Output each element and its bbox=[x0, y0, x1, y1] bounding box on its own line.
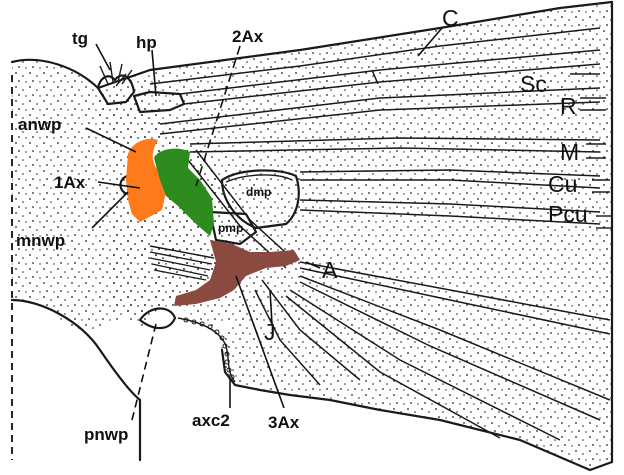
label-tg: tg bbox=[72, 29, 88, 48]
label-mnwp: mnwp bbox=[16, 231, 65, 250]
label-2ax: 2Ax bbox=[232, 27, 264, 46]
label-m: M bbox=[560, 139, 579, 165]
label-dmp: dmp bbox=[246, 185, 271, 199]
label-cu: Cu bbox=[548, 171, 577, 197]
label-a: A bbox=[322, 257, 338, 283]
label-axc2: axc2 bbox=[192, 411, 230, 430]
label-1ax: 1Ax bbox=[54, 173, 86, 192]
label-sc: Sc bbox=[520, 71, 547, 97]
leader-pnwp bbox=[132, 324, 156, 420]
label-pnwp: pnwp bbox=[84, 425, 128, 444]
label-pmp: pmp bbox=[218, 221, 243, 235]
label-j: J bbox=[264, 319, 276, 345]
label-r: R bbox=[560, 93, 577, 119]
label-hp: hp bbox=[136, 33, 157, 52]
leader-tg bbox=[96, 44, 110, 70]
label-anwp: anwp bbox=[18, 115, 61, 134]
label-c: C bbox=[442, 5, 459, 31]
label-3ax: 3Ax bbox=[268, 413, 300, 432]
label-pcu: Pcu bbox=[548, 201, 588, 227]
